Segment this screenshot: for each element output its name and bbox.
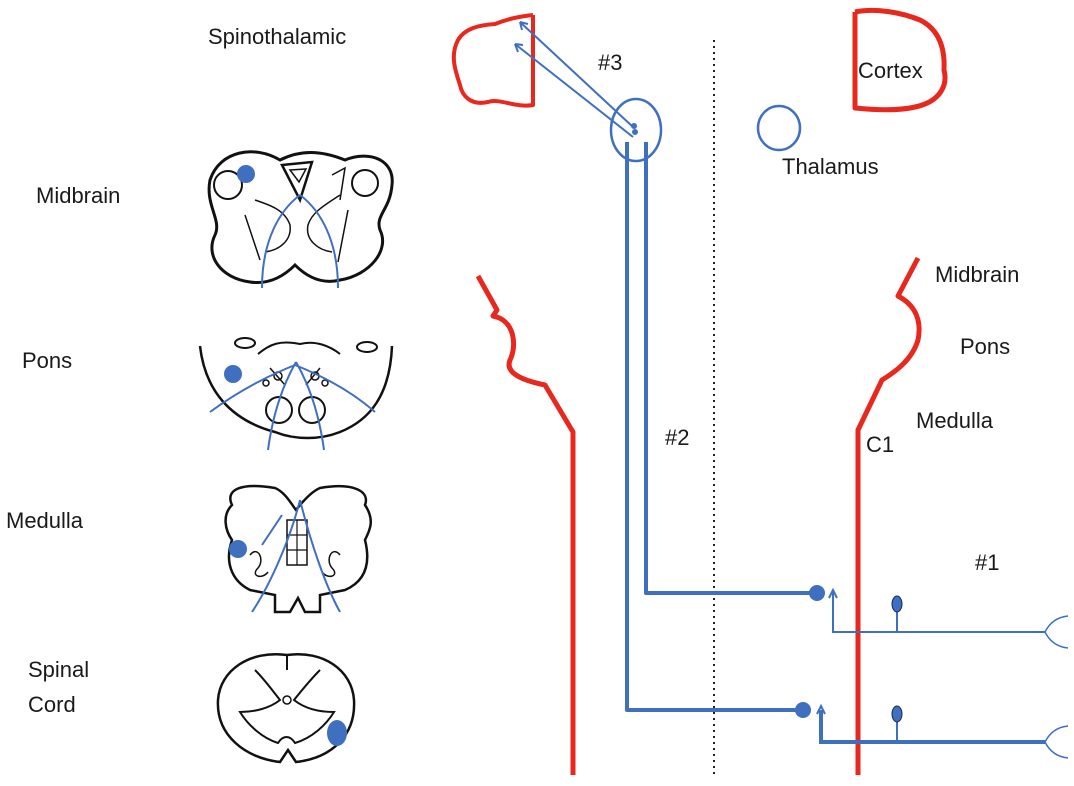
right-pons-label: Pons	[960, 334, 1010, 359]
neuron-3-soma	[631, 123, 637, 129]
diagram-title: Spinothalamic	[208, 24, 346, 49]
spinal-cord-cross-section	[218, 654, 354, 762]
label-pons: Pons	[22, 348, 72, 373]
neuron-2-label: #2	[665, 425, 689, 450]
thalamus-circle	[758, 106, 800, 150]
neuron-1-ganglion-upper	[892, 596, 902, 612]
midbrain-cross-section	[209, 152, 392, 283]
midbrain-tract-dot	[237, 165, 255, 183]
neuron-3-soma-2	[632, 129, 638, 135]
neuron-2-soma-lower	[795, 702, 811, 718]
neuron-2-tracts	[627, 142, 815, 710]
midbrain-tract-lines	[262, 195, 338, 288]
neuron-3-label: #3	[598, 50, 622, 75]
c1-label: C1	[866, 432, 894, 457]
neuron-1-label: #1	[975, 550, 999, 575]
medulla-tract-dot	[229, 540, 247, 558]
cortex-label: Cortex	[858, 58, 923, 83]
neuron-1-lower	[817, 706, 1068, 758]
left-neuraxis-outline	[478, 276, 573, 775]
label-spinal-line1: Spinal	[28, 657, 89, 682]
thalamus-label: Thalamus	[782, 154, 879, 179]
pons-tract-dot	[224, 365, 242, 383]
neuron-2-soma-upper	[809, 585, 825, 601]
pons-cross-section	[200, 338, 392, 438]
label-spinal-line2: Cord	[28, 692, 76, 717]
neuron-1-ganglion-lower	[892, 706, 902, 722]
spinal-tract-dot	[327, 720, 347, 746]
right-medulla-label: Medulla	[916, 408, 994, 433]
medulla-tract-lines	[252, 500, 340, 612]
label-midbrain: Midbrain	[36, 183, 120, 208]
neuron-1-upper	[829, 590, 1068, 648]
right-neuraxis-outline	[858, 258, 919, 775]
label-medulla: Medulla	[6, 508, 84, 533]
right-midbrain-label: Midbrain	[935, 262, 1019, 287]
